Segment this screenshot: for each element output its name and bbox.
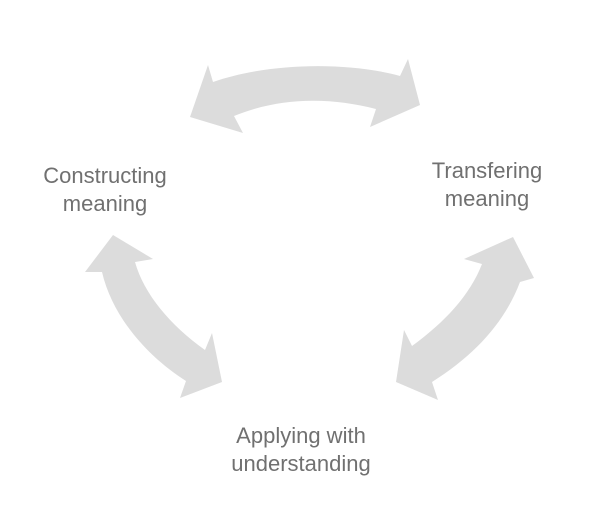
label-applying-line-2: understanding (231, 451, 371, 476)
double-arrow-right (396, 237, 534, 400)
double-arrow-left (85, 235, 222, 398)
label-applying-with-understanding: Applying with understanding (196, 422, 406, 478)
label-transfering-line-1: Transfering (431, 158, 543, 183)
label-constructing-line-1: Constructing (43, 163, 167, 188)
double-arrow-top (190, 59, 420, 133)
label-constructing-meaning: Constructing meaning (20, 162, 190, 218)
label-applying-line-1: Applying with (236, 423, 366, 448)
label-transfering-meaning: Transfering meaning (402, 157, 572, 213)
label-constructing-line-2: meaning (62, 191, 148, 216)
label-transfering-line-2: meaning (444, 186, 530, 211)
